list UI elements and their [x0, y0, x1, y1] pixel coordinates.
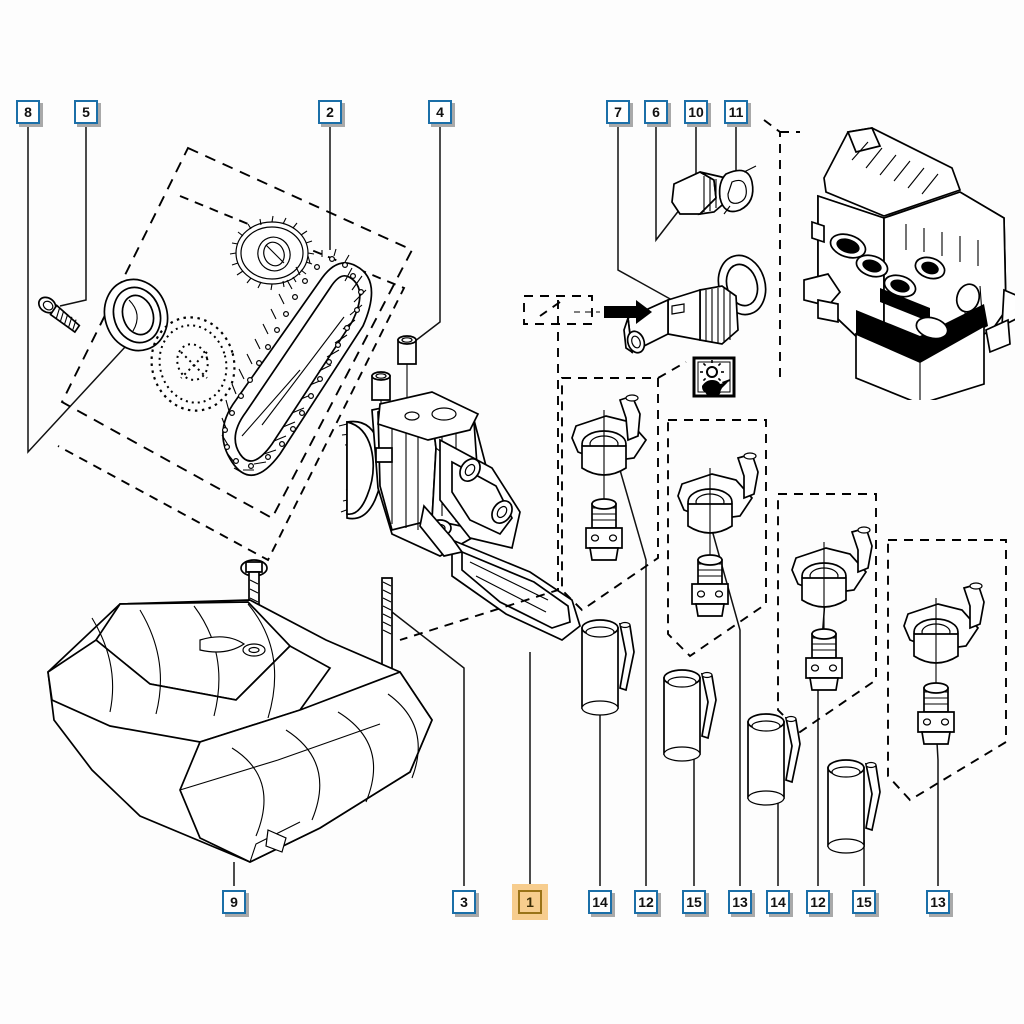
part-timing-chain-2 — [221, 248, 373, 477]
callout-14-a[interactable]: 14 — [588, 890, 612, 914]
callout-label: 14 — [592, 894, 608, 910]
part-guide-pin-4b — [371, 371, 391, 452]
part-guide-pin-4a — [397, 335, 417, 420]
callout-12-b[interactable]: 12 — [806, 890, 830, 914]
piston-cooling-nozzle-2 — [663, 669, 717, 762]
oil-jet-assembly-1 — [571, 394, 648, 561]
callout-9[interactable]: 9 — [222, 890, 246, 914]
oil-jet-group-boundaries — [561, 361, 1007, 802]
callout-15-b[interactable]: 15 — [852, 890, 876, 914]
callout-label: 4 — [436, 104, 444, 120]
callout-12-a[interactable]: 12 — [634, 890, 658, 914]
oil-jet-assembly-3 — [791, 526, 873, 691]
callout-7[interactable]: 7 — [606, 100, 630, 124]
callout-label: 3 — [460, 894, 468, 910]
callout-label: 13 — [732, 894, 748, 910]
callout-label: 1 — [526, 894, 534, 910]
callout-label: 15 — [686, 894, 702, 910]
callout-label: 8 — [24, 104, 32, 120]
callout-label: 10 — [688, 104, 704, 120]
piston-cooling-nozzle-1 — [581, 619, 635, 716]
callout-8[interactable]: 8 — [16, 100, 40, 124]
callout-13-a[interactable]: 13 — [728, 890, 752, 914]
callout-label: 12 — [638, 894, 654, 910]
part-oil-pressure-switch-7 — [623, 285, 739, 354]
callout-5[interactable]: 5 — [74, 100, 98, 124]
callout-label: 15 — [856, 894, 872, 910]
callout-label: 2 — [326, 104, 334, 120]
callout-label: 7 — [614, 104, 622, 120]
part-hidden-crank-sprocket — [150, 316, 236, 412]
callout-3[interactable]: 3 — [452, 890, 476, 914]
callout-6[interactable]: 6 — [644, 100, 668, 124]
engine-block-illustration — [803, 127, 1015, 400]
part-sealing-washer-10 — [718, 165, 757, 215]
callout-11[interactable]: 11 — [724, 100, 748, 124]
part-crankshaft-oil-seal-8 — [103, 278, 169, 352]
part-lower-crankcase-9 — [47, 599, 433, 863]
callout-14-b[interactable]: 14 — [766, 890, 790, 914]
callout-label: 14 — [770, 894, 786, 910]
oil-pressure-warning-icon — [692, 356, 736, 398]
callout-10[interactable]: 10 — [684, 100, 708, 124]
part-flange-bolt-5 — [37, 296, 81, 334]
oil-jet-assembly-4 — [903, 582, 985, 745]
callout-label: 9 — [230, 894, 238, 910]
part-oil-pump-assembly-1 — [338, 391, 581, 641]
callout-label: 13 — [930, 894, 946, 910]
empty-reference-box — [523, 295, 652, 325]
callout-label: 11 — [728, 104, 744, 120]
callout-label: 6 — [652, 104, 660, 120]
oil-pump-group-boundary — [399, 300, 561, 641]
callout-label: 12 — [810, 894, 826, 910]
part-camshaft-sprocket — [229, 215, 315, 291]
callout-label: 5 — [82, 104, 90, 120]
leader-lines-top — [27, 124, 743, 454]
callout-1-selected[interactable]: 1 — [512, 884, 548, 920]
callout-13-b[interactable]: 13 — [926, 890, 950, 914]
oil-jet-assembly-2 — [677, 452, 759, 617]
sensor-group-boundary — [763, 119, 800, 380]
callout-15-a[interactable]: 15 — [682, 890, 706, 914]
callout-4[interactable]: 4 — [428, 100, 452, 124]
callout-2[interactable]: 2 — [318, 100, 342, 124]
piston-cooling-nozzle-3 — [747, 713, 801, 806]
piston-cooling-nozzle-4 — [827, 759, 881, 854]
